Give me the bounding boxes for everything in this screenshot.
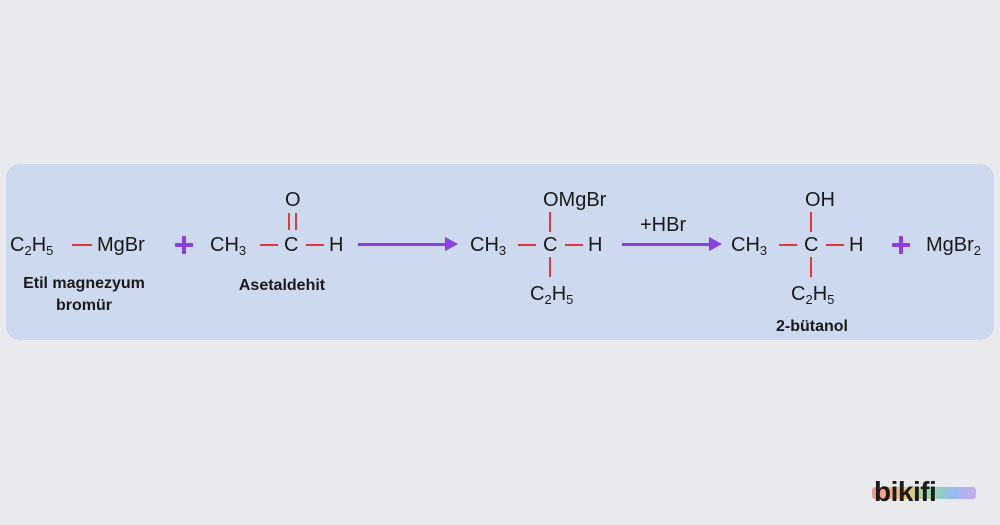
bond-prod-c-ethyl bbox=[810, 257, 812, 277]
intermediate-carbon: C bbox=[543, 234, 558, 256]
bikifi-logo: bikifi bbox=[870, 475, 980, 509]
intermediate-hydrogen: H bbox=[588, 234, 603, 256]
product-label: 2-bütanol bbox=[776, 318, 848, 335]
reaction-arrow-2 bbox=[622, 237, 722, 251]
intermediate-methyl: CH3 bbox=[470, 234, 507, 258]
product-hydrogen: H bbox=[849, 234, 864, 256]
mgbr-group: MgBr bbox=[97, 234, 145, 256]
bond-int-ch3-c bbox=[518, 244, 536, 246]
reaction-arrow-1 bbox=[358, 237, 458, 251]
bond-prod-c-h bbox=[826, 244, 844, 246]
double-bond-left bbox=[288, 213, 290, 230]
reagent-hbr: +HBr bbox=[640, 214, 687, 236]
bond-int-c-o bbox=[549, 212, 551, 232]
plus-sign bbox=[175, 236, 193, 254]
bond-c-mg bbox=[72, 244, 92, 246]
bond-ch3-c bbox=[260, 244, 278, 246]
product-methyl: CH3 bbox=[731, 234, 768, 258]
ethyl-group: C2H5 bbox=[10, 234, 54, 258]
logo-color-band bbox=[872, 487, 976, 499]
plus-sign-2 bbox=[892, 236, 910, 254]
logo-wordmark: bikifi bbox=[874, 476, 937, 507]
bond-prod-ch3-c bbox=[779, 244, 797, 246]
intermediate-omgbr: OMgBr bbox=[543, 189, 607, 211]
bond-int-c-h bbox=[565, 244, 583, 246]
bond-c-h bbox=[306, 244, 324, 246]
byproduct-mgbr2: MgBr2 bbox=[926, 234, 982, 258]
carbonyl-oxygen: O bbox=[285, 189, 301, 211]
intermediate-ethyl: C2H5 bbox=[530, 283, 574, 307]
reactant1-label: Etil magnezyum bromür bbox=[23, 275, 145, 314]
carbonyl-carbon: C bbox=[284, 234, 299, 256]
aldehyde-hydrogen: H bbox=[329, 234, 344, 256]
reactant2-label: Asetaldehit bbox=[238, 277, 326, 294]
product-ethyl: C2H5 bbox=[791, 283, 835, 307]
product-oh: OH bbox=[805, 189, 835, 211]
methyl-group: CH3 bbox=[210, 234, 247, 258]
double-bond-right bbox=[295, 213, 297, 230]
reaction-panel bbox=[6, 164, 994, 340]
bond-int-c-ethyl bbox=[549, 257, 551, 277]
bond-prod-c-o bbox=[810, 212, 812, 232]
product-carbon: C bbox=[804, 234, 819, 256]
